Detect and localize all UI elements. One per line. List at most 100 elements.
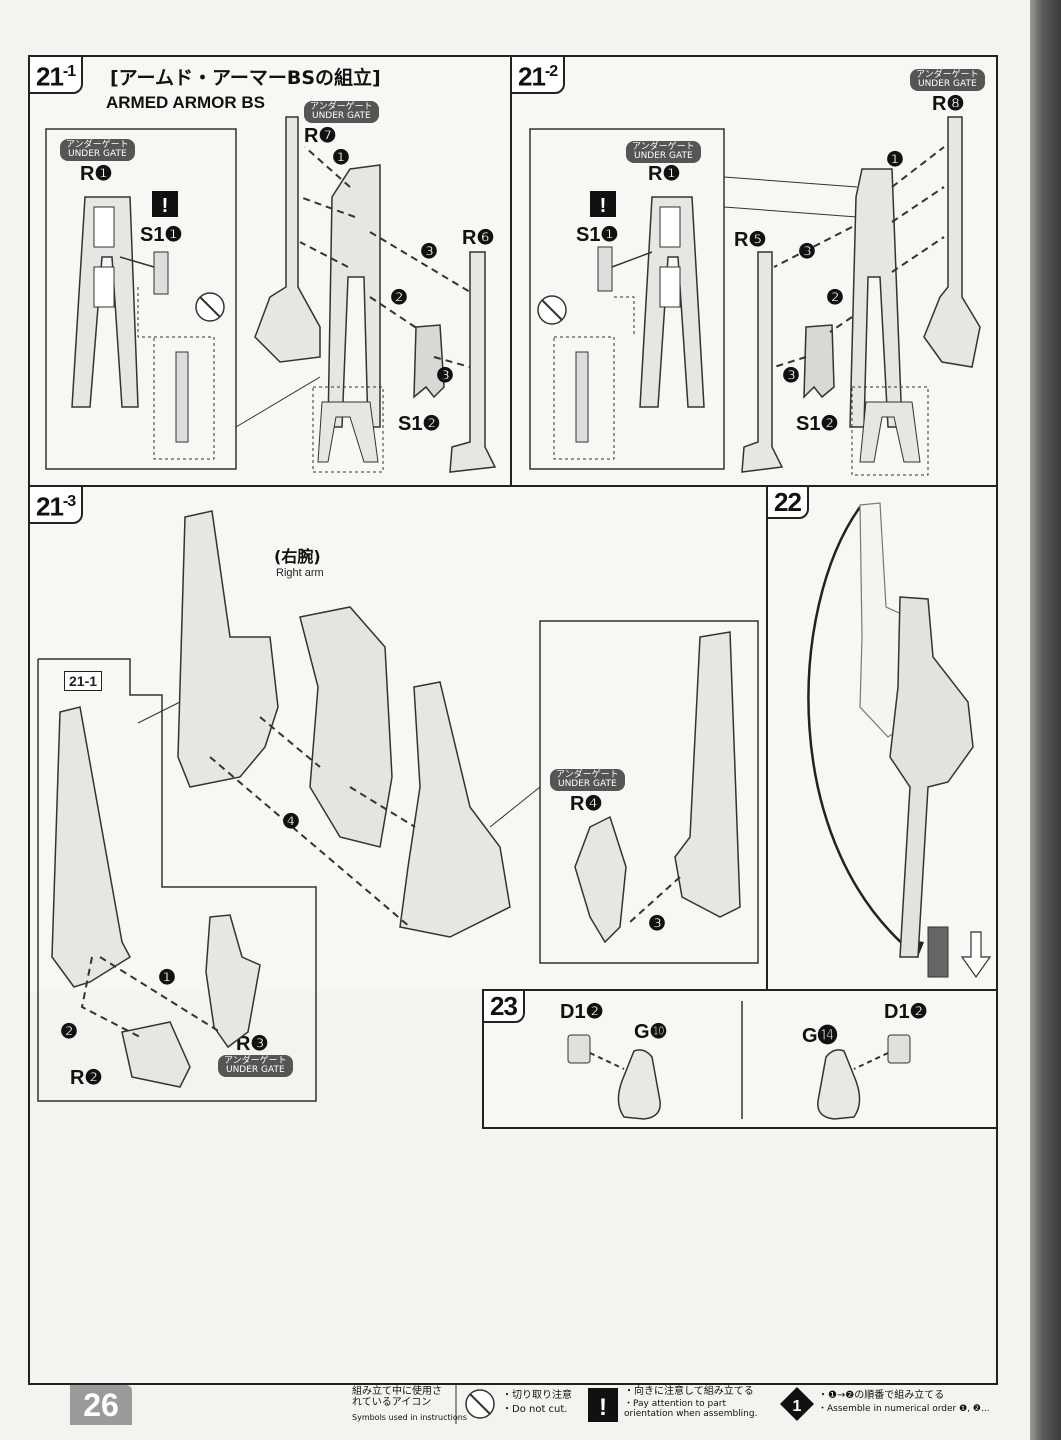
step-number: 21 [36, 491, 64, 522]
step-21-1-title-jp: [アームド・アーマーBSの組立] [110, 67, 381, 89]
part-label: R❺ [734, 229, 767, 251]
assembly-arrow [349, 786, 416, 828]
caution-icon [152, 191, 178, 217]
arrow-order-number: ❹ [282, 811, 300, 833]
legend-order-en: ・Assemble in numerical order ❶, ❷... [818, 1404, 990, 1414]
down-arrow-icon [960, 931, 992, 979]
legend-orient-en: ・Pay attention to part orientation when … [624, 1399, 758, 1419]
part-label: R❶ [80, 163, 113, 185]
step-sub: -1 [62, 63, 76, 80]
svg-text:1: 1 [793, 1398, 802, 1415]
hand-part [617, 1049, 661, 1120]
step-22-number: 22 [766, 485, 809, 519]
d1-part [567, 1034, 591, 1064]
assembly-arrow [773, 356, 807, 368]
arrow-order-number: ❸ [436, 365, 454, 387]
legend-cut-jp: ・切り取り注意 [502, 1390, 572, 1401]
part-label: G❿ [634, 1021, 668, 1043]
legend-title-jp: 組み立て中に使用されているアイコン [352, 1386, 442, 1408]
part-label: R❷ [70, 1067, 103, 1089]
part-label: G⓮ [802, 1025, 838, 1047]
order-icon [780, 1387, 814, 1421]
assembly-arrow [589, 1052, 625, 1070]
part-label: R❽ [932, 93, 965, 115]
assembly-arrow [891, 146, 945, 188]
assembly-arrow [209, 756, 411, 928]
assembly-arrow [259, 716, 321, 768]
step-21-2-number: 21-2 [510, 55, 566, 94]
svg-text:!: ! [162, 195, 169, 217]
legend-orient-jp: ・向きに注意して組み立てる [624, 1386, 754, 1397]
arrow-order-number: ❷ [390, 287, 408, 309]
step-21-3-drawing [37, 510, 759, 1102]
part-label: S1❶ [140, 224, 183, 246]
rotation-arrow [807, 506, 919, 958]
hand-part [817, 1049, 861, 1120]
right-arm-label-jp: (右腕) [274, 547, 321, 566]
assembly-arrow [433, 356, 471, 368]
step-22-panel: 22 [766, 485, 998, 991]
assembly-arrow [119, 256, 155, 268]
right-arm-label-en: Right arm [276, 567, 324, 579]
part-label: R❶ [648, 163, 681, 185]
part-label: D1❷ [560, 1001, 604, 1023]
arrow-order-number: ❷ [826, 287, 844, 309]
svg-text:!: ! [600, 195, 607, 217]
arrow-order-number: ❸ [798, 241, 816, 263]
part-label: R❼ [304, 125, 337, 147]
assembly-arrow [829, 316, 853, 333]
assembly-arrow [773, 226, 853, 268]
step-number: 21 [518, 61, 546, 92]
assembly-arrow [891, 186, 945, 223]
caution-icon [590, 191, 616, 217]
arrow-order-number: ❶ [886, 149, 904, 171]
step-21-3-number: 21-3 [28, 485, 84, 524]
assembly-arrow [304, 146, 351, 188]
assembly-arrow [853, 1052, 889, 1070]
arrow-order-number: ❶ [332, 147, 350, 169]
step-22-drawing [807, 502, 992, 979]
page-number: 26 [70, 1385, 132, 1425]
step-sub: -2 [544, 63, 558, 80]
assembly-arrow [80, 956, 141, 1038]
part-label: S1❶ [576, 224, 619, 246]
legend-cut-en: ・Do not cut. [502, 1404, 568, 1415]
d1-part [887, 1034, 911, 1064]
step-21-1-number: 21-1 [28, 55, 84, 94]
legend-title-en: Symbols used in instructions [352, 1413, 467, 1422]
step-sub: -3 [62, 493, 76, 510]
binding-spine [1030, 0, 1061, 1440]
assembly-arrow [611, 251, 653, 268]
part-label: R❻ [462, 227, 495, 249]
caution-icon [588, 1388, 618, 1422]
part-label: D1❷ [884, 1001, 928, 1023]
step-23-panel: 23 D1❷ G❿ G⓮ D1❷ [482, 989, 998, 1129]
legend-order-jp: ・❶→❷の順番で組み立てる [818, 1390, 945, 1401]
step-number: 21 [36, 61, 64, 92]
step-21-1-drawing: ! [45, 116, 497, 473]
part-label: S1❷ [398, 413, 441, 435]
step-23-number: 23 [482, 989, 525, 1023]
part-label: R❸ [236, 1033, 269, 1055]
assembly-arrow [299, 196, 356, 218]
icon-legend: 組み立て中に使用されているアイコン Symbols used in instru… [352, 1384, 998, 1426]
step-21-1-panel: 21-1 [アームド・アーマーBSの組立] ARMED ARMOR BS アンダ… [28, 55, 512, 487]
reference-step-tag: 21-1 [64, 671, 103, 691]
assembly-arrow [369, 296, 419, 330]
step-21-1-title-en: ARMED ARMOR BS [106, 93, 265, 112]
arrow-order-number: ❸ [782, 365, 800, 387]
legend-icons: ! 1 [455, 1384, 814, 1424]
assembly-arrow [369, 231, 471, 293]
part-label: R❹ [570, 793, 603, 815]
assembly-arrow [891, 236, 945, 273]
svg-text:!: ! [599, 1394, 607, 1421]
arrow-order-number: ❸ [420, 241, 438, 263]
